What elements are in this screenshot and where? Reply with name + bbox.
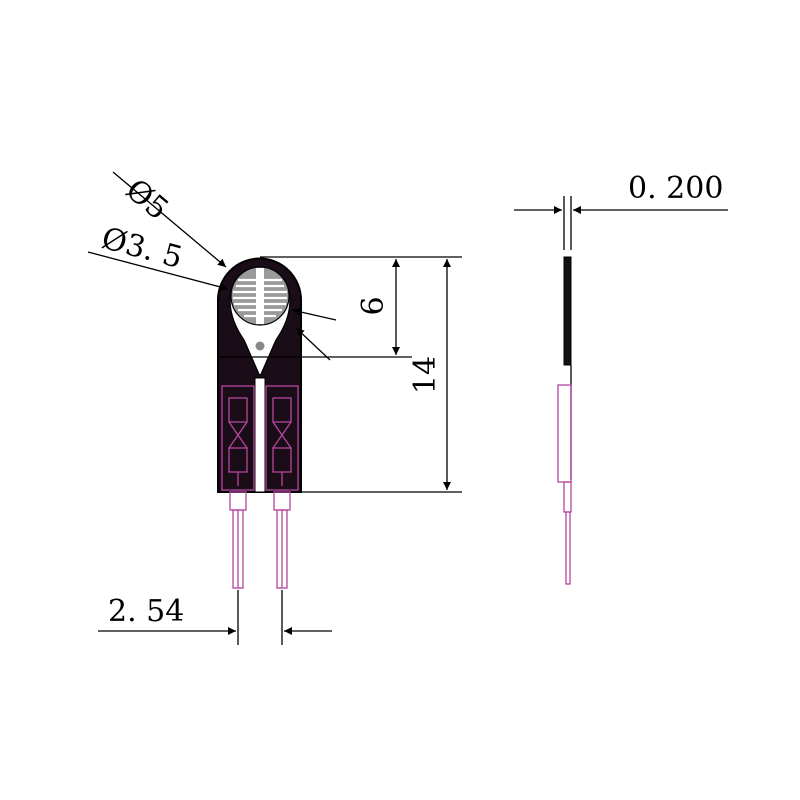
pin-left bbox=[229, 491, 247, 589]
pin-right bbox=[273, 491, 291, 589]
total-length-label: 14 bbox=[408, 356, 443, 394]
thickness-label: 0. 200 bbox=[628, 171, 723, 206]
trace-right bbox=[265, 385, 299, 491]
trace-left bbox=[221, 385, 255, 491]
pin-pitch-label: 2. 54 bbox=[108, 594, 184, 629]
outer-diameter-label: Ø5 bbox=[119, 172, 175, 227]
inner-diameter-label: Ø3. 5 bbox=[98, 221, 186, 276]
dim-total-length: 14 bbox=[408, 259, 451, 490]
dim-pin-pitch: 2. 54 bbox=[98, 590, 332, 645]
dim-thickness: 0. 200 bbox=[514, 171, 728, 214]
head-length-label: 6 bbox=[356, 296, 391, 315]
sensor-body bbox=[217, 257, 302, 493]
dim-head-length: 6 bbox=[356, 259, 400, 355]
side-view bbox=[557, 196, 572, 585]
